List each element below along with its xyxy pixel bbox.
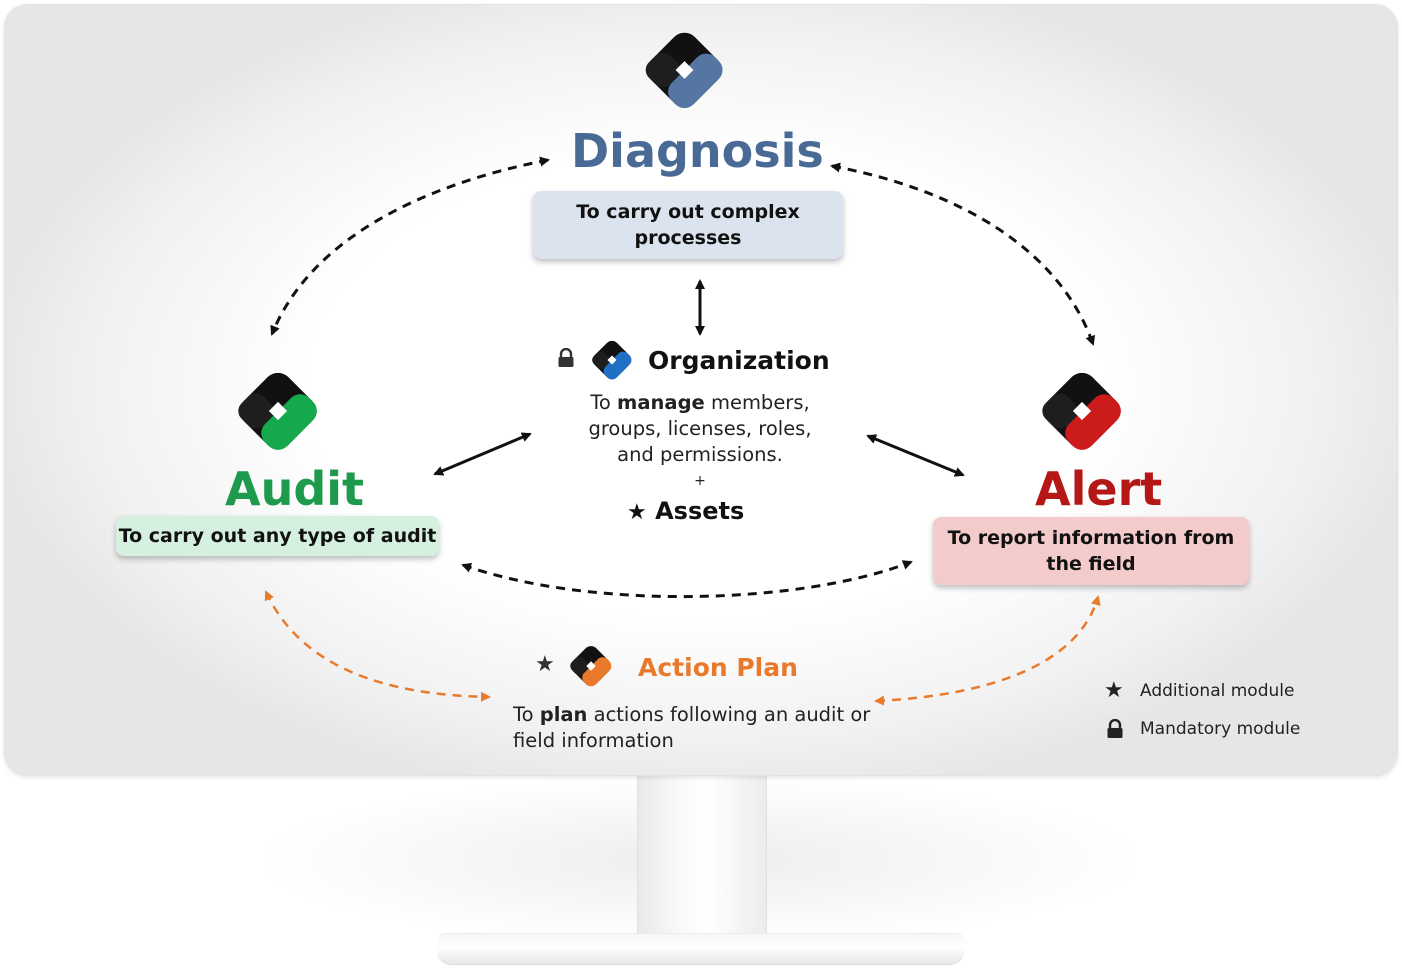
lock-icon [1107, 719, 1123, 738]
monitor-stand-base [437, 934, 964, 964]
organization-title: Organization [648, 346, 830, 375]
diagnosis-description-box: To carry out complex processes [533, 191, 843, 259]
legend-mandatory: Mandatory module [1106, 719, 1300, 739]
monitor-stand-neck [637, 776, 767, 936]
diagnosis-title: Diagnosis [571, 124, 824, 178]
organization-desc-line2: groups, licenses, roles, [588, 417, 812, 440]
organization-desc-prefix: To [590, 391, 618, 414]
arrow-actionplan-alert [874, 595, 1101, 706]
organization-desc-rest: members, [704, 391, 810, 414]
assets-label: Assets [655, 497, 745, 525]
action-plan-desc-line2: field information [513, 729, 674, 752]
legend-mandatory-label: Mandatory module [1140, 719, 1301, 739]
action-plan-desc-rest: actions following an audit or [587, 703, 871, 726]
action-plan-description: To plan actions following an audit or fi… [513, 702, 893, 754]
action-plan-desc-prefix: To [513, 703, 540, 726]
audit-description-box: To carry out any type of audit [116, 516, 439, 556]
alert-description-box: To report information from the field [933, 517, 1249, 585]
alert-description-line1: To report information from [947, 527, 1235, 549]
organization-desc-line3: and permissions. [617, 443, 783, 466]
arrow-audit-alert [461, 560, 913, 598]
assets-label-group: ★ Assets [627, 497, 744, 525]
action-plan-title: Action Plan [638, 653, 798, 682]
star-icon: ★ [1104, 678, 1124, 703]
arrow-diagnosis-audit [270, 156, 550, 336]
action-plan-desc-bold: plan [539, 703, 588, 726]
diagnosis-description: To carry out complex processes [576, 201, 800, 249]
action-plan-logo-icon [570, 646, 612, 687]
legend-additional-label: Additional module [1140, 680, 1295, 701]
arrow-audit-organization [433, 432, 532, 476]
audit-logo-icon [238, 372, 317, 450]
arrow-audit-actionplan [264, 590, 491, 702]
organization-logo-icon [592, 340, 632, 380]
alert-title: Alert [1035, 462, 1163, 516]
star-icon: ★ [535, 652, 555, 677]
arrow-organization-alert [866, 434, 965, 477]
monitor-screen [5, 5, 1397, 775]
star-icon: ★ [627, 500, 647, 525]
audit-description: To carry out any type of audit [118, 525, 437, 547]
legend-additional: ★ Additional module [1104, 678, 1294, 703]
organization-desc-bold: manage [617, 391, 705, 414]
organization-plus: + [694, 473, 706, 489]
arrow-diagnosis-alert [830, 162, 1096, 346]
alert-description-line2: the field [1046, 553, 1136, 575]
organization-description: To manage members, groups, licenses, rol… [570, 390, 830, 468]
diagnosis-logo-icon [645, 32, 723, 109]
lock-icon [558, 348, 574, 367]
audit-title: Audit [225, 462, 365, 516]
alert-logo-icon [1042, 372, 1121, 450]
